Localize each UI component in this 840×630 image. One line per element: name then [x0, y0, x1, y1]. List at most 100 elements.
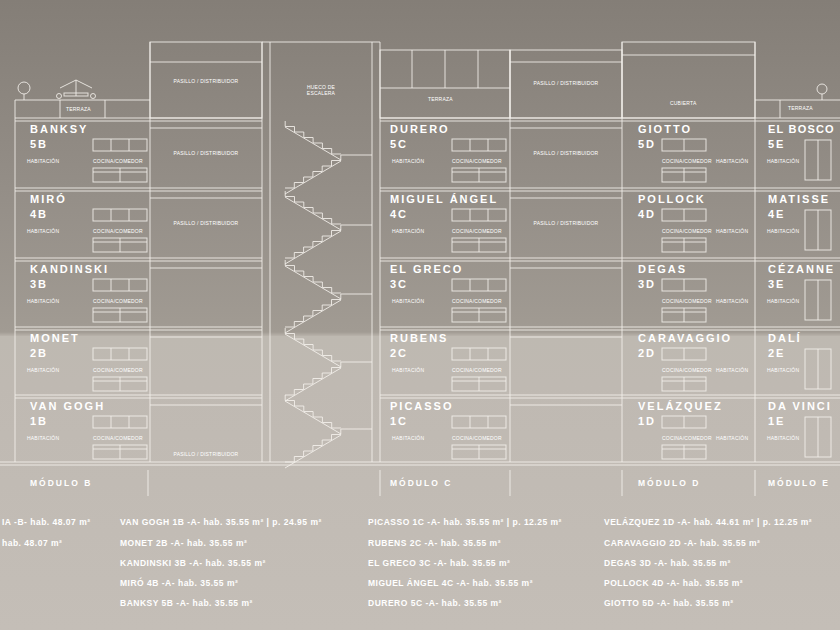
unit-code: 3C	[390, 278, 408, 291]
room-label: COCINA/COMEDOR	[93, 298, 143, 304]
unit-area: PICASSO 1C -A- hab. 35.55 m² | p. 12.25 …	[368, 517, 562, 527]
apartment-name: DEGAS	[638, 263, 687, 276]
apartment-name: RUBENS	[390, 332, 448, 345]
apartment-cell: GIOTTO5DCOCINA/COMEDORHABITACIÓN	[622, 118, 755, 184]
room-label: COCINA/COMEDOR	[452, 367, 502, 373]
roof-level	[15, 42, 840, 118]
unit-code: 2C	[390, 347, 408, 360]
apartment-cell: MIRÓ4BHABITACIÓNCOCINA/COMEDOR	[15, 188, 150, 254]
unit-code: 4D	[638, 208, 656, 221]
unit-code: 3D	[638, 278, 656, 291]
apartment-name: POLLOCK	[638, 193, 706, 206]
unit-code: 5E	[768, 138, 785, 151]
apartment-name: GIOTTO	[638, 123, 692, 136]
unit-code: 1E	[768, 415, 785, 428]
unit-area: DURERO 5C -A- hab. 35.55 m²	[368, 598, 502, 608]
stair-flights	[285, 121, 372, 468]
unit-area: MONET 2B -A- hab. 35.55 m²	[120, 538, 247, 548]
room-label: COCINA/COMEDOR	[452, 298, 502, 304]
apartment-name: MIGUEL ÁNGEL	[390, 193, 498, 206]
room-label: HABITACIÓN	[392, 158, 424, 164]
area-label: CUBIERTA	[670, 100, 696, 106]
unit-area: BANKSY 5B -A- hab. 35.55 m²	[120, 598, 253, 608]
apartment-cell: CARAVAGGIO2DCOCINA/COMEDORHABITACIÓN	[622, 327, 755, 393]
unit-code: 5B	[30, 138, 48, 151]
apartment-name: MIRÓ	[30, 193, 67, 206]
walls	[15, 42, 755, 462]
apartment-cell: DALÍ2EHABITACIÓN	[755, 327, 840, 393]
unit-area: KANDINSKI 3B -A- hab. 35.55 m²	[120, 558, 266, 568]
room-label: HABITACIÓN	[392, 298, 424, 304]
apartment-name: VELÁZQUEZ	[638, 400, 723, 413]
corridor-lines	[150, 128, 622, 405]
area-label: PASILLO / DISTRIBUIDOR	[174, 451, 239, 457]
apartment-name: MATISSE	[768, 193, 830, 206]
area-label: PASILLO / DISTRIBUIDOR	[534, 80, 599, 86]
room-label: HABITACIÓN	[716, 298, 748, 304]
apartment-name: BANKSY	[30, 123, 88, 136]
area-label: PASILLO / DISTRIBUIDOR	[174, 150, 239, 156]
room-label: HABITACIÓN	[27, 158, 59, 164]
room-label: HABITACIÓN	[716, 158, 748, 164]
room-label: COCINA/COMEDOR	[93, 435, 143, 441]
unit-code: 4B	[30, 208, 48, 221]
room-label: COCINA/COMEDOR	[662, 228, 712, 234]
unit-code: 5C	[390, 138, 408, 151]
room-label: COCINA/COMEDOR	[662, 158, 712, 164]
unit-area: MIGUEL ÁNGEL 4C -A- hab. 35.55 m²	[368, 578, 533, 588]
apartment-cell: EL GRECO 3C HABITACIÓN COCINA/COMEDOR	[380, 258, 510, 324]
apartment-name: VAN GOGH	[30, 400, 105, 413]
apartment-cell: POLLOCK 4D COCINA/COMEDOR HABITACIÓN	[622, 188, 755, 254]
room-label: COCINA/COMEDOR	[93, 228, 143, 234]
apartment-cell: RUBENS 2C HABITACIÓN COCINA/COMEDOR	[380, 327, 510, 393]
apartment-cell: VAN GOGH1BHABITACIÓNCOCINA/COMEDOR	[15, 395, 150, 461]
unit-area: RUBENS 2C -A- hab. 35.55 m²	[368, 538, 501, 548]
room-label: COCINA/COMEDOR	[452, 228, 502, 234]
apartment-cell: MIGUEL ÁNGEL4CHABITACIÓNCOCINA/COMEDOR	[380, 188, 510, 254]
unit-area: CARAVAGGIO 2D -A- hab. 35.55 m²	[604, 538, 760, 548]
floor-slabs	[0, 118, 840, 465]
room-label: HABITACIÓN	[716, 228, 748, 234]
room-label: HABITACIÓN	[392, 435, 424, 441]
room-label: HABITACIÓN	[392, 228, 424, 234]
apartment-cell: BANKSY5BHABITACIÓNCOCINA/COMEDOR	[15, 118, 150, 184]
room-label: HABITACIÓN	[27, 435, 59, 441]
apartment-cell: MONET2BHABITACIÓNCOCINA/COMEDOR	[15, 327, 150, 393]
area-label: TERRAZA	[788, 105, 813, 111]
room-label: HABITACIÓN	[767, 298, 799, 304]
room-label: COCINA/COMEDOR	[662, 367, 712, 373]
room-label: HABITACIÓN	[767, 158, 799, 164]
unit-code: 2E	[768, 347, 785, 360]
unit-code: 1C	[390, 415, 408, 428]
area-label: PASILLO / DISTRIBUIDOR	[534, 220, 599, 226]
apartment-name: EL BOSCO	[768, 123, 835, 136]
unit-area: DEGAS 3D -A- hab. 35.55 m²	[604, 558, 731, 568]
room-label: COCINA/COMEDOR	[662, 298, 712, 304]
kitchen-fittings	[93, 139, 831, 459]
unit-area: EL GRECO 3C -A- hab. 35.55 m²	[368, 558, 510, 568]
apartment-name: CARAVAGGIO	[638, 332, 732, 345]
module-label: MÓDULO D	[638, 478, 700, 488]
unit-area: GIOTTO 5D -A- hab. 35.55 m²	[604, 598, 734, 608]
apartment-cell: VELÁZQUEZ1DCOCINA/COMEDORHABITACIÓN	[622, 395, 755, 461]
room-label: HABITACIÓN	[27, 367, 59, 373]
room-label: HABITACIÓN	[767, 435, 799, 441]
room-label: HABITACIÓN	[716, 435, 748, 441]
unit-area: POLLOCK 4D -A- hab. 35.55 m²	[604, 578, 743, 588]
area-label: TERRAZA	[428, 96, 453, 102]
apartment-name: KANDINSKI	[30, 263, 109, 276]
apartment-name: EL GRECO	[390, 263, 463, 276]
apartment-name: CÉZANNE	[768, 263, 835, 276]
unit-code: 3B	[30, 278, 48, 291]
unit-area: MIRÓ 4B -A- hab. 35.55 m²	[120, 578, 238, 588]
area-label: TERRAZA	[66, 106, 91, 112]
apartment-cell: DA VINCI1EHABITACIÓN	[755, 395, 840, 461]
module-label: MÓDULO E	[768, 478, 830, 488]
room-label: HABITACIÓN	[392, 367, 424, 373]
area-label: PASILLO / DISTRIBUIDOR	[174, 78, 239, 84]
area-label: PASILLO / DISTRIBUIDOR	[174, 220, 239, 226]
room-label: COCINA/COMEDOR	[662, 435, 712, 441]
unit-area: VAN GOGH 1B -A- hab. 35.55 m² | p. 24.95…	[120, 517, 322, 527]
room-label: COCINA/COMEDOR	[452, 435, 502, 441]
